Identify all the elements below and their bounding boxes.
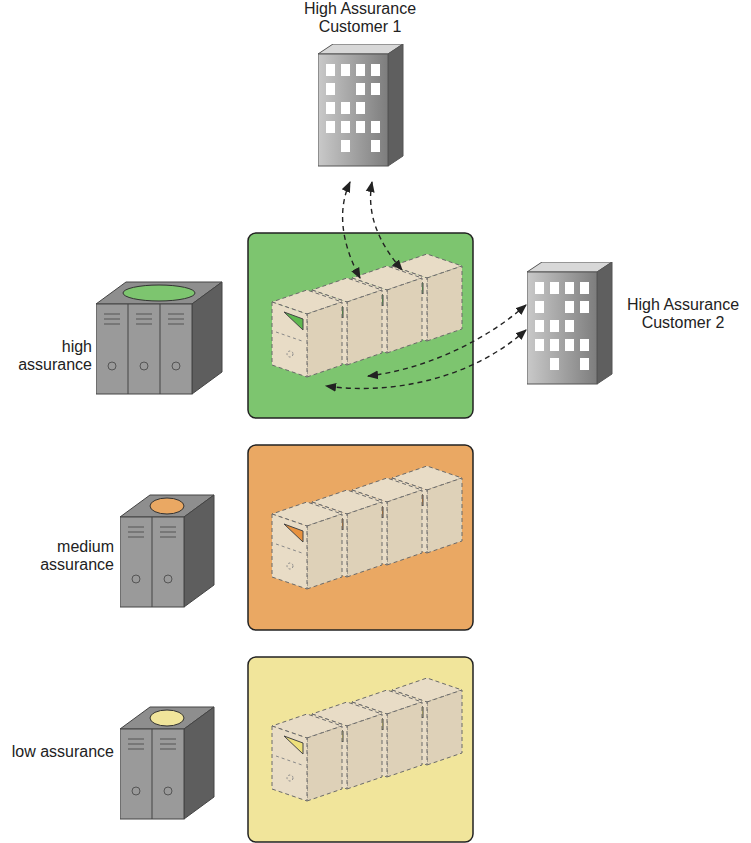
virtual-machines: [272, 254, 462, 801]
medium-panel: [248, 445, 473, 630]
building-icon: [527, 262, 617, 386]
server-group: low assurance: [8, 705, 224, 827]
node-label: High Assurance Customer 1: [290, 0, 430, 37]
node-label: low assurance: [8, 743, 114, 761]
node-label: High Assurance Customer 2: [621, 296, 745, 333]
customer-building: High Assurance Customer 2: [525, 262, 749, 386]
server-icon: [96, 280, 224, 400]
low-panel: [248, 657, 473, 842]
connections: [326, 182, 526, 388]
server-icon: [120, 493, 216, 613]
customer-building: High Assurance Customer 1: [290, 0, 430, 170]
server-icon: [120, 705, 216, 825]
node-label: medium assurance: [8, 538, 114, 575]
building-icon: [318, 44, 408, 168]
node-label: high assurance: [8, 338, 92, 375]
high-panel: [248, 233, 473, 418]
server-group: medium assurance: [8, 493, 224, 615]
server-group: high assurance: [8, 280, 224, 402]
